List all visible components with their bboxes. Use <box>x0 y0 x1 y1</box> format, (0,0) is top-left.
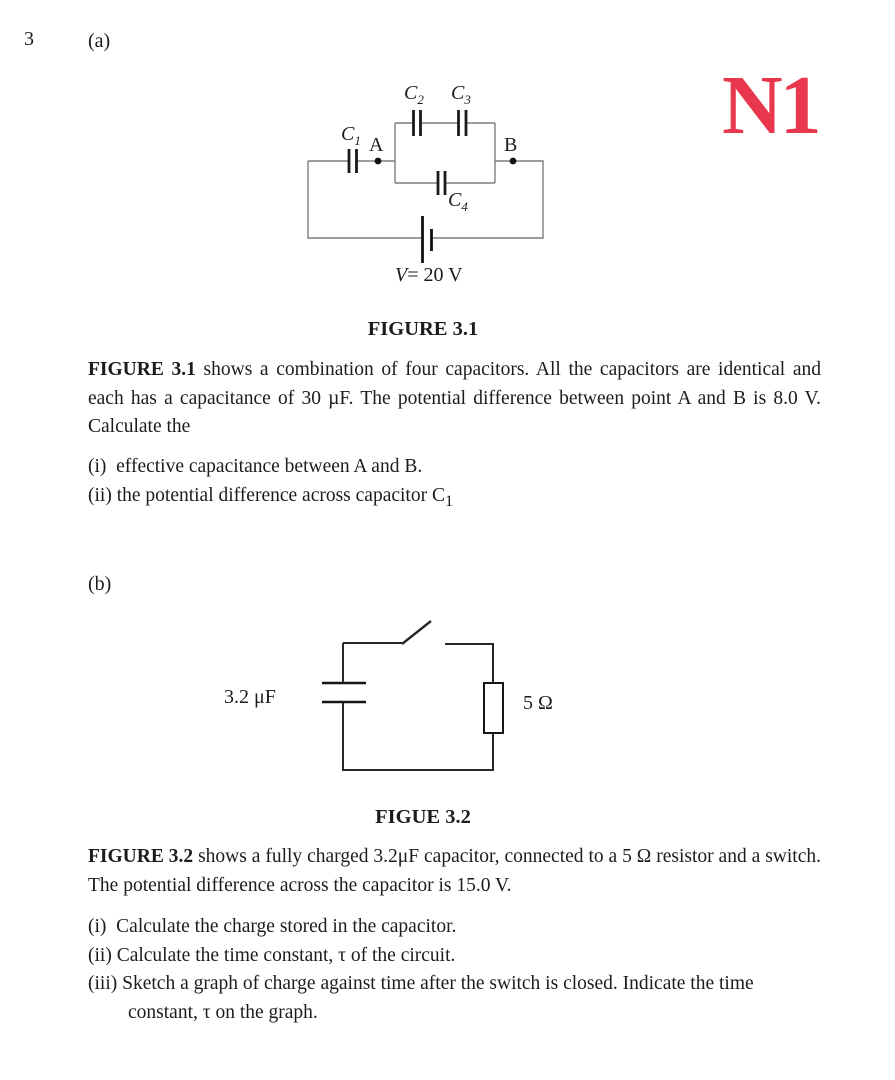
resistance-value-label: 5 Ω <box>523 692 553 714</box>
section-a-item-i: (i) effective capacitance between A and … <box>88 456 423 477</box>
capacitance-value-label: 3.2 μF <box>224 686 276 708</box>
voltage-source-label: V= 20 V <box>395 264 463 286</box>
figure-3-1-caption: FIGURE 3.1 <box>367 318 479 340</box>
node-b-label: B <box>504 134 518 156</box>
capacitor-c2-label: C2 <box>404 82 424 107</box>
figure-3-2-rc-circuit <box>322 620 504 771</box>
capacitor-plates <box>322 681 366 704</box>
figure-3-2-caption: FIGUE 3.2 <box>375 806 471 828</box>
section-a-item-ii: (ii) the potential difference across cap… <box>88 484 454 510</box>
switch-blade <box>401 620 432 645</box>
capacitor-c1-label: C1 <box>341 123 361 148</box>
resistor-box <box>483 682 504 734</box>
section-b-items: (i) Calculate the charge stored in the c… <box>88 913 828 1027</box>
part-label-a: (a) <box>88 30 111 52</box>
node-b-dot <box>509 157 517 165</box>
section-b-item-ii: (ii) Calculate the time constant, τ of t… <box>88 944 456 966</box>
circuit-wires <box>307 122 544 239</box>
circuit-wires <box>342 642 494 771</box>
capacitor-c4-label: C4 <box>448 189 468 214</box>
watermark-n1: N1 <box>722 59 822 152</box>
node-a-label: A <box>369 134 384 156</box>
section-a-paragraph: FIGURE 3.1 shows a combination of four c… <box>88 359 821 437</box>
section-b-paragraph: FIGURE 3.2 shows a fully charged 3.2μF c… <box>88 846 822 896</box>
section-b-item-iii: (iii) Sketch a graph of charge against t… <box>88 973 759 1023</box>
part-label-b: (b) <box>88 573 112 595</box>
figure-3-1-capacitor-circuit <box>307 110 544 263</box>
capacitor-plates <box>347 110 468 195</box>
node-a-dot <box>374 157 382 165</box>
section-a-items: (i) effective capacitance between A and … <box>88 453 828 515</box>
question-number: 3 <box>24 28 34 50</box>
capacitor-c3-label: C3 <box>451 82 471 107</box>
section-b-item-i: (i) Calculate the charge stored in the c… <box>88 916 457 937</box>
battery-symbol <box>421 216 433 263</box>
